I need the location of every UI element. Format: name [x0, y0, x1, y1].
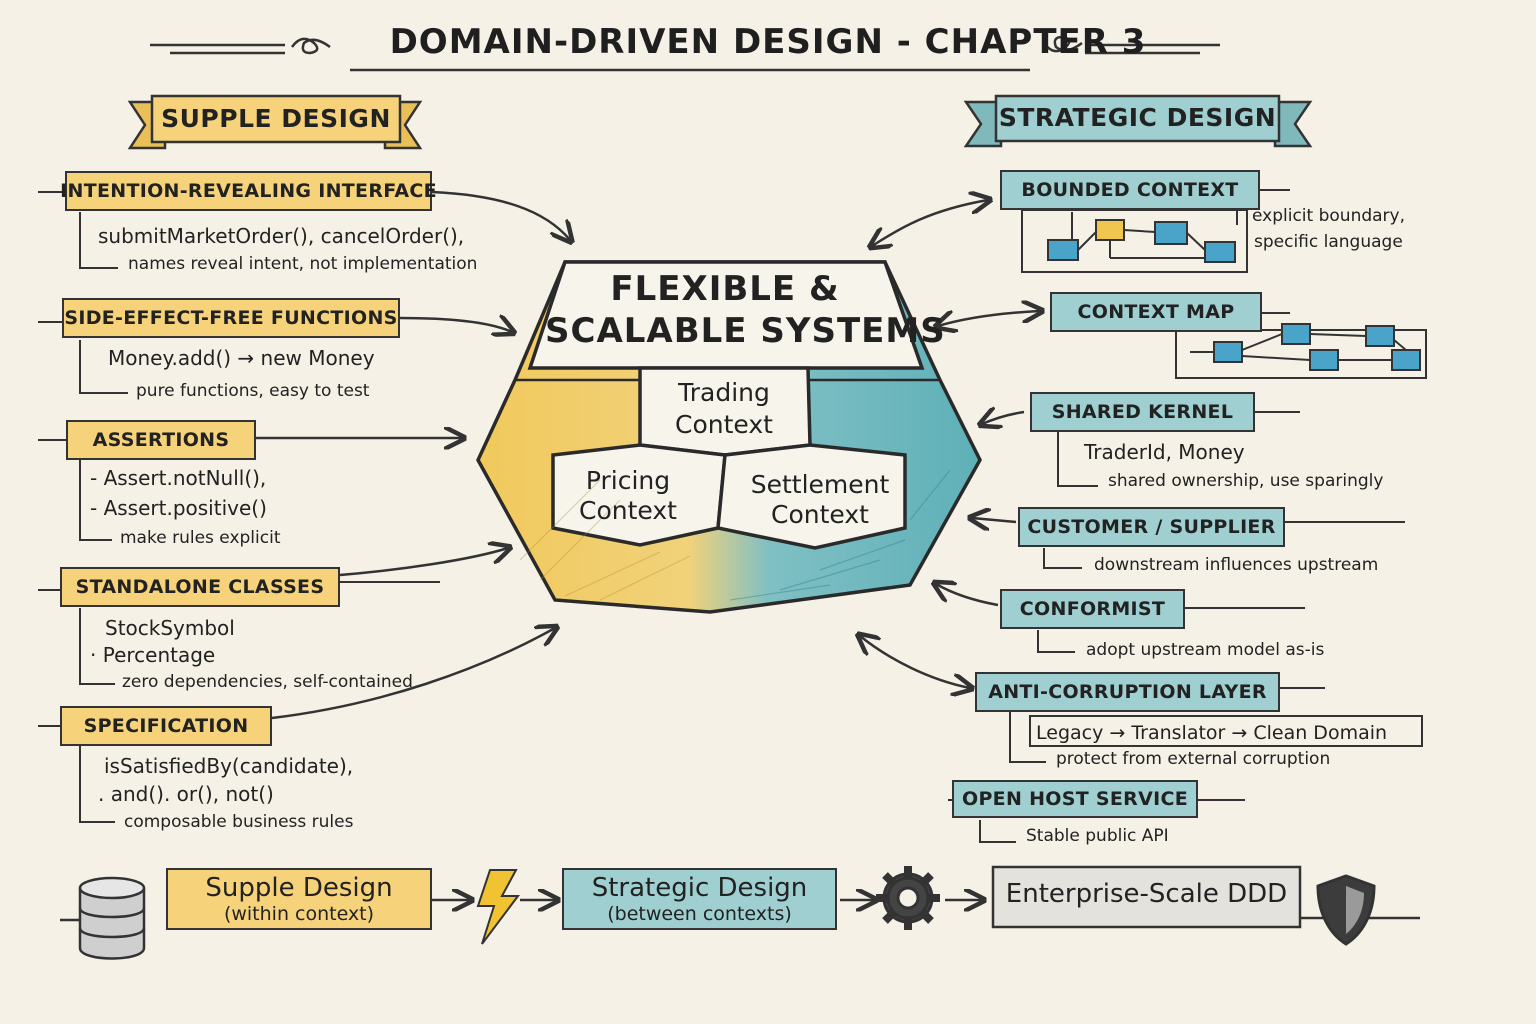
pricing-context-label-2: Context [579, 496, 677, 525]
customer-supplier-note: downstream influences upstream [1094, 555, 1379, 575]
trading-context-label-2: Context [675, 410, 773, 439]
specification-example-1: isSatisfiedBy(candidate), [104, 754, 354, 778]
assertions-note: make rules explicit [120, 528, 281, 548]
page-title: DOMAIN-DRIVEN DESIGN - CHAPTER 3 [389, 22, 1147, 62]
conformist-note: adopt upstream model as-is [1086, 640, 1325, 660]
strategic-arrows [860, 200, 1040, 688]
side-effect-free-functions-box[interactable]: SIDE-EFFECT-FREE FUNCTIONS [62, 298, 400, 338]
specification-box[interactable]: SPECIFICATION [60, 706, 272, 746]
standalone-example-1: StockSymbol [105, 616, 235, 640]
context-map-diagram [1175, 323, 1427, 379]
flow-strategic-main: Strategic Design [591, 873, 808, 903]
standalone-classes-box[interactable]: STANDALONE CLASSES [60, 567, 340, 607]
title-decoration [150, 35, 1220, 72]
supple-design-banner [127, 94, 423, 150]
pricing-context-label-1: Pricing [585, 466, 671, 495]
supple-connectors [38, 191, 440, 823]
flow-supple-sub: (within context) [223, 903, 375, 925]
supple-arrows [256, 190, 570, 720]
hub-shape [476, 260, 982, 614]
flow-supple-main: Supple Design [205, 873, 393, 903]
flow-strategic-sub: (between contexts) [607, 903, 792, 925]
bounded-context-note-1: explicit boundary, [1252, 206, 1405, 226]
bounded-context-map [1021, 205, 1248, 273]
gear-icon [876, 866, 940, 930]
standalone-note: zero dependencies, self-contained [122, 672, 413, 692]
open-host-service-box[interactable]: OPEN HOST SERVICE [952, 780, 1198, 818]
shared-kernel-box[interactable]: SHARED KERNEL [1030, 392, 1255, 432]
standalone-example-2: · Percentage [90, 643, 216, 667]
settlement-context-label-1: Settlement [750, 470, 890, 499]
assertions-box[interactable]: ASSERTIONS [66, 420, 256, 460]
shared-kernel-note: shared ownership, use sparingly [1108, 471, 1384, 491]
acl-note: protect from external corruption [1056, 749, 1331, 769]
bounded-context-note-2: specific language [1254, 232, 1403, 252]
intention-note: names reveal intent, not implementation [128, 254, 478, 274]
side-effect-note: pure functions, easy to test [136, 381, 370, 401]
strategic-design-banner [963, 94, 1313, 148]
hub-title-line-1: FLEXIBLE & [610, 269, 840, 309]
intention-revealing-interface-box[interactable]: INTENTION-REVEALING INTERFACE [60, 171, 437, 211]
settlement-context-label-2: Context [771, 500, 869, 529]
trading-context-label-1: Trading [678, 378, 770, 407]
side-effect-example: Money.add() → new Money [108, 346, 375, 370]
acl-translator-flow: Legacy → Translator → Clean Domain [1036, 722, 1388, 744]
shared-kernel-example: TraderId, Money [1084, 440, 1245, 464]
hub-hatching [519, 479, 691, 601]
supple-banner-label: SUPPLE DESIGN [161, 104, 391, 133]
assertions-example-2: - Assert.positive() [90, 496, 267, 520]
strategic-banner-label: STRATEGIC DESIGN [998, 103, 1277, 132]
specification-example-2: . and(). or(), not() [98, 782, 274, 806]
context-map-box[interactable]: CONTEXT MAP [1050, 292, 1262, 332]
customer-supplier-box[interactable]: CUSTOMER / SUPPLIER [1018, 507, 1285, 547]
specification-note: composable business rules [124, 812, 354, 832]
conformist-box[interactable]: CONFORMIST [1000, 589, 1185, 629]
hub-title-line-2: SCALABLE SYSTEMS [545, 311, 946, 351]
flow-enterprise-label: Enterprise-Scale DDD [1005, 879, 1288, 909]
strategic-connectors [948, 189, 1405, 843]
open-host-note: Stable public API [1026, 826, 1169, 846]
enterprise-box [991, 865, 1302, 929]
lightning-icon [476, 869, 520, 945]
flow-supple-design-box[interactable]: Supple Design (within context) [166, 868, 432, 930]
assertions-example-1: - Assert.notNull(), [90, 466, 267, 490]
database-icon [78, 876, 146, 960]
flow-strategic-design-box[interactable]: Strategic Design (between contexts) [562, 868, 837, 930]
bounded-context-box[interactable]: BOUNDED CONTEXT [1000, 170, 1260, 210]
intention-example: submitMarketOrder(), cancelOrder(), [98, 224, 465, 248]
anti-corruption-layer-box[interactable]: ANTI-CORRUPTION LAYER [975, 672, 1280, 712]
shield-icon [1316, 874, 1376, 946]
